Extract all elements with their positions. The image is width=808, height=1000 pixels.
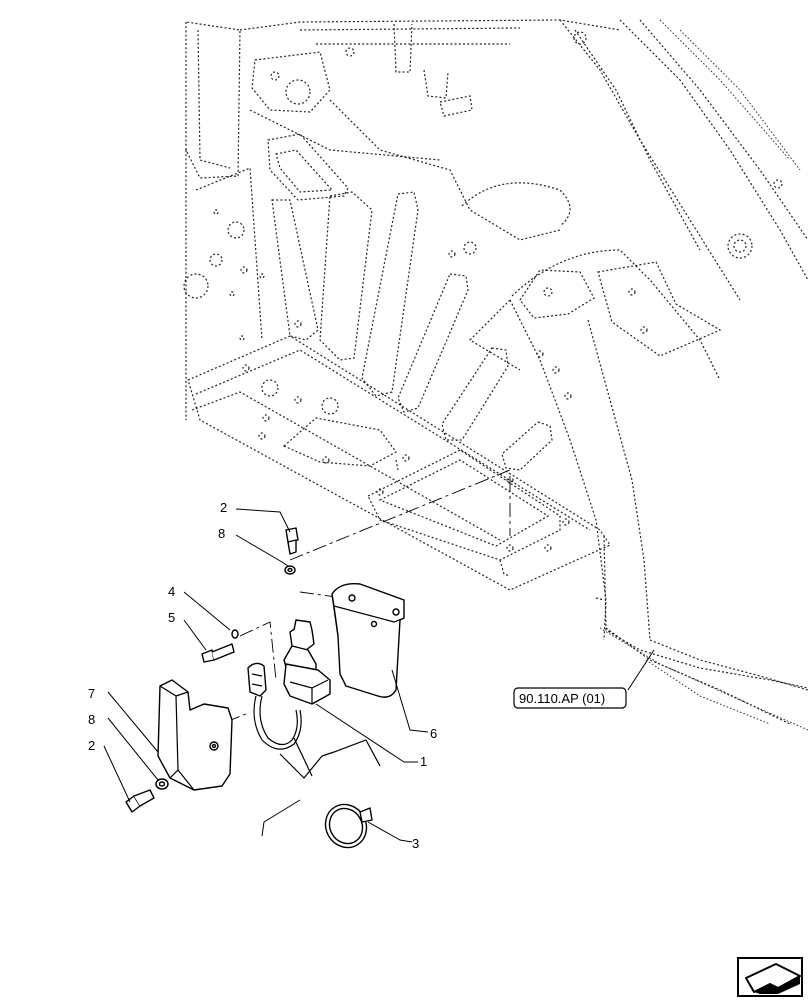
switch-assembly [247, 619, 381, 779]
callout-2-lower: 2 [88, 738, 95, 753]
callout-8-lower: 8 [88, 712, 95, 727]
callout-6: 6 [430, 726, 437, 741]
phantom-cab-structure [183, 19, 808, 731]
callout-labels: 2 8 4 5 7 8 2 6 1 3 [88, 500, 437, 851]
nut [231, 629, 239, 639]
callout-5: 5 [168, 610, 175, 625]
screw-upper [285, 527, 299, 555]
callout-1: 1 [420, 754, 427, 769]
washer-lower [155, 778, 169, 790]
screw-long [201, 643, 235, 663]
leader-lines [103, 508, 655, 843]
callout-4: 4 [168, 584, 175, 599]
callout-3: 3 [412, 836, 419, 851]
washer-upper [284, 565, 296, 575]
protective-cover [157, 679, 233, 791]
callout-7: 7 [88, 686, 95, 701]
reference-link[interactable]: 90.110.AP (01) [513, 687, 627, 709]
cable-tie [324, 803, 373, 849]
next-page-arrow-icon[interactable] [737, 957, 803, 997]
mounting-bracket [331, 583, 405, 698]
callout-2-upper: 2 [220, 500, 227, 515]
screw-lower [125, 789, 155, 813]
reference-box[interactable] [513, 687, 627, 709]
callout-8-upper: 8 [218, 526, 225, 541]
reference-label[interactable]: 90.110.AP (01) [519, 691, 605, 706]
